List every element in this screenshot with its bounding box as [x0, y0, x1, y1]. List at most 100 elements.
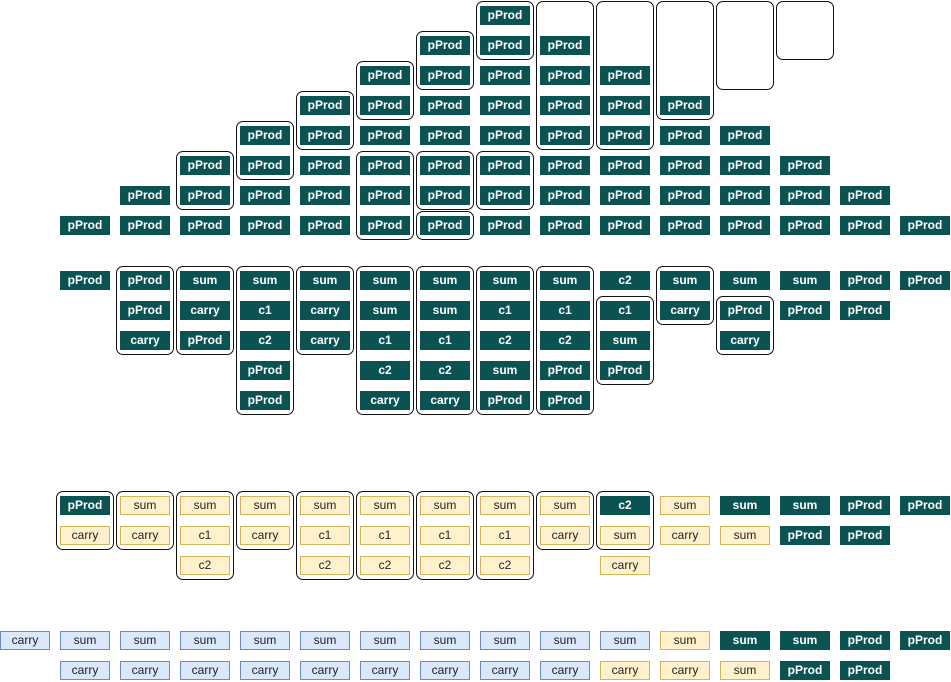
stage-2-cell-sum: sum [300, 496, 350, 515]
partial-products-cell-pprod: pProd [480, 156, 530, 175]
partial-products-cell-pprod: pProd [300, 216, 350, 235]
final-rows-cell-sum: sum [300, 631, 350, 650]
stage-1-cell-c2: c2 [420, 361, 470, 380]
stage-1-cell-pprod: pProd [120, 301, 170, 320]
partial-products-cell-pprod: pProd [360, 186, 410, 205]
stage-1-cell-carry: carry [180, 301, 230, 320]
partial-products-cell-pprod: pProd [900, 216, 950, 235]
partial-products-cell-pprod: pProd [240, 186, 290, 205]
final-rows-cell-carry: carry [360, 661, 410, 680]
partial-products-cell-pprod: pProd [300, 186, 350, 205]
stage-2-cell-sum: sum [480, 496, 530, 515]
partial-products-cell-pprod: pProd [420, 96, 470, 115]
stage-2-cell-sum: sum [600, 526, 650, 545]
stage-1-cell-pprod: pProd [240, 361, 290, 380]
stage-2-cell-c1: c1 [480, 526, 530, 545]
stage-1-cell-c1: c1 [360, 331, 410, 350]
final-rows-cell-carry: carry [300, 661, 350, 680]
partial-products-cell-pprod: pProd [720, 186, 770, 205]
final-rows-cell-sum: sum [540, 631, 590, 650]
final-rows-cell-carry: carry [480, 661, 530, 680]
stage-1-cell-sum: sum [540, 271, 590, 290]
stage-1-cell-c2: c2 [480, 331, 530, 350]
stage-1-cell-sum: sum [600, 331, 650, 350]
stage-2-cell-sum: sum [720, 496, 770, 515]
final-rows-cell-sum: sum [240, 631, 290, 650]
stage-1-cell-c1: c1 [540, 301, 590, 320]
stage-1-cell-c2: c2 [600, 271, 650, 290]
stage-2-cell-carry: carry [120, 526, 170, 545]
partial-products-cell-pprod: pProd [600, 66, 650, 85]
stage-1-cell-pprod: pProd [240, 391, 290, 410]
final-rows-cell-sum: sum [60, 631, 110, 650]
partial-products-cell-pprod: pProd [600, 156, 650, 175]
partial-products-cell-pprod: pProd [480, 36, 530, 55]
stage-1-cell-pprod: pProd [840, 271, 890, 290]
stage-2-cell-carry: carry [540, 526, 590, 545]
stage-1-cell-pprod: pProd [60, 271, 110, 290]
final-rows-cell-sum: sum [360, 631, 410, 650]
stage-1-cell-carry: carry [300, 331, 350, 350]
stage-2-cell-sum: sum [660, 496, 710, 515]
partial-products-cell-pprod: pProd [240, 156, 290, 175]
stage-1-cell-sum: sum [360, 271, 410, 290]
partial-products-cell-pprod: pProd [360, 66, 410, 85]
final-rows-cell-sum: sum [420, 631, 470, 650]
final-rows-cell-sum: sum [720, 631, 770, 650]
final-rows-cell-pprod: pProd [900, 631, 950, 650]
stage-1-cell-pprod: pProd [120, 271, 170, 290]
partial-products-cell-pprod: pProd [240, 126, 290, 145]
partial-products-cell-pprod: pProd [480, 126, 530, 145]
stage-1-cell-pprod: pProd [540, 391, 590, 410]
stage-1-cell-sum: sum [300, 271, 350, 290]
stage-1-cell-sum: sum [720, 271, 770, 290]
stage-1-cell-c1: c1 [420, 331, 470, 350]
final-rows-cell-pprod: pProd [780, 661, 830, 680]
stage-1-cell-carry: carry [120, 331, 170, 350]
partial-products-cell-pprod: pProd [660, 126, 710, 145]
partial-products-cell-pprod: pProd [720, 216, 770, 235]
stage-2-cell-c1: c1 [360, 526, 410, 545]
stage-2-cell-c2: c2 [360, 556, 410, 575]
stage-1-cell-carry: carry [420, 391, 470, 410]
partial-products-cell-pprod: pProd [480, 96, 530, 115]
stage-1-cell-c1: c1 [240, 301, 290, 320]
final-rows-cell-sum: sum [120, 631, 170, 650]
stage-1-cell-sum: sum [480, 361, 530, 380]
partial-products-cell-pprod: pProd [600, 186, 650, 205]
stage-2-cell-c1: c1 [300, 526, 350, 545]
partial-products-cell-pprod: pProd [300, 126, 350, 145]
partial-products-cell-pprod: pProd [120, 216, 170, 235]
stage-1-cell-carry: carry [720, 331, 770, 350]
partial-products-cell-pprod: pProd [300, 96, 350, 115]
partial-products-cell-pprod: pProd [540, 126, 590, 145]
stage-2-cell-carry: carry [60, 526, 110, 545]
partial-products-adder-group [716, 1, 774, 90]
partial-products-cell-pprod: pProd [780, 156, 830, 175]
partial-products-cell-pprod: pProd [540, 216, 590, 235]
stage-1-cell-sum: sum [420, 271, 470, 290]
stage-2-cell-sum: sum [120, 496, 170, 515]
stage-2-cell-c1: c1 [420, 526, 470, 545]
partial-products-cell-pprod: pProd [600, 96, 650, 115]
stage-1-cell-sum: sum [660, 271, 710, 290]
partial-products-cell-pprod: pProd [840, 186, 890, 205]
final-rows-cell-sum: sum [720, 661, 770, 680]
stage-2-cell-pprod: pProd [900, 496, 950, 515]
partial-products-cell-pprod: pProd [420, 186, 470, 205]
stage-2-cell-sum: sum [720, 526, 770, 545]
stage-2-cell-sum: sum [540, 496, 590, 515]
partial-products-cell-pprod: pProd [480, 66, 530, 85]
final-rows-cell-carry: carry [120, 661, 170, 680]
final-rows-cell-carry: carry [240, 661, 290, 680]
partial-products-cell-pprod: pProd [360, 96, 410, 115]
partial-products-cell-pprod: pProd [360, 126, 410, 145]
partial-products-cell-pprod: pProd [780, 216, 830, 235]
partial-products-cell-pprod: pProd [180, 186, 230, 205]
stage-1-cell-pprod: pProd [180, 331, 230, 350]
stage-1-cell-carry: carry [660, 301, 710, 320]
stage-2-cell-pprod: pProd [840, 496, 890, 515]
stage-1-cell-sum: sum [240, 271, 290, 290]
partial-products-cell-pprod: pProd [180, 156, 230, 175]
